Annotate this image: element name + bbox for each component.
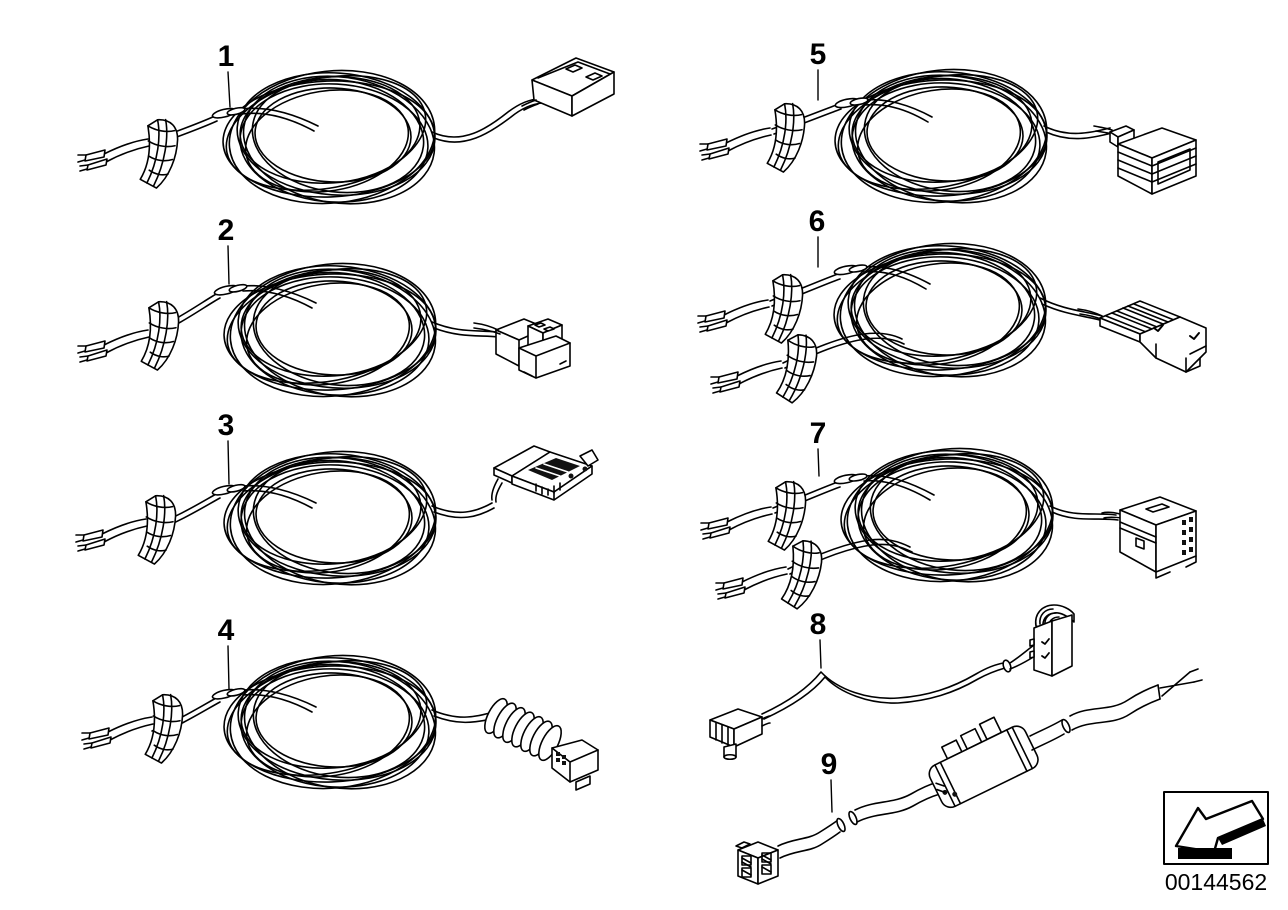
wire-sleeve bbox=[1029, 684, 1161, 751]
cable-assembly-7: 7 bbox=[700, 417, 1197, 613]
connector-cylinder-9 bbox=[928, 716, 1039, 809]
callout-1[interactable]: 1 bbox=[218, 40, 235, 73]
leader-line bbox=[817, 448, 820, 477]
callout-8[interactable]: 8 bbox=[810, 608, 827, 641]
cable-assembly-4: 4 bbox=[81, 614, 599, 802]
connector-ribbed-6 bbox=[1077, 300, 1207, 373]
callout-4[interactable]: 4 bbox=[218, 614, 235, 647]
leader-line bbox=[227, 645, 230, 690]
leader-line bbox=[819, 639, 822, 669]
callout-9[interactable]: 9 bbox=[821, 748, 838, 781]
callout-3[interactable]: 3 bbox=[218, 409, 235, 442]
cable-assembly-5: 5 bbox=[699, 38, 1197, 216]
wire-sleeve bbox=[777, 781, 941, 859]
cable-assembly-2: 2 bbox=[77, 214, 571, 410]
connector-box-7 bbox=[1101, 496, 1197, 579]
connector-block-9 bbox=[735, 841, 779, 885]
connector-plug-8 bbox=[709, 708, 771, 761]
wire-lead bbox=[149, 98, 543, 147]
leader-line bbox=[227, 245, 230, 285]
connector-bellows-4 bbox=[484, 697, 599, 791]
page-direction-arrow-icon bbox=[1163, 791, 1269, 865]
callout-7[interactable]: 7 bbox=[810, 417, 827, 450]
connector-flat-3 bbox=[491, 445, 599, 503]
leader-line bbox=[227, 71, 231, 108]
leader-line bbox=[830, 779, 833, 813]
connector-plug-1 bbox=[521, 57, 615, 117]
cable-assembly-3: 3 bbox=[75, 409, 599, 598]
connector-ribbed-5 bbox=[1093, 125, 1197, 195]
footer: 00144562 bbox=[1163, 791, 1269, 895]
cable-assembly-9: 9 bbox=[735, 668, 1203, 885]
connector-plug-2 bbox=[473, 318, 571, 379]
cable-assembly-8: 8 bbox=[709, 604, 1075, 761]
callout-2[interactable]: 2 bbox=[218, 214, 235, 247]
callout-6[interactable]: 6 bbox=[809, 205, 826, 238]
callout-5[interactable]: 5 bbox=[810, 38, 827, 71]
stripped-wire-ends bbox=[1159, 668, 1203, 697]
cable-assembly-1: 1 bbox=[77, 40, 615, 217]
part-number: 00144562 bbox=[1165, 869, 1267, 895]
cable-assembly-6: 6 bbox=[697, 205, 1207, 407]
connector-module-8 bbox=[1029, 604, 1075, 677]
leader-line bbox=[227, 440, 230, 485]
